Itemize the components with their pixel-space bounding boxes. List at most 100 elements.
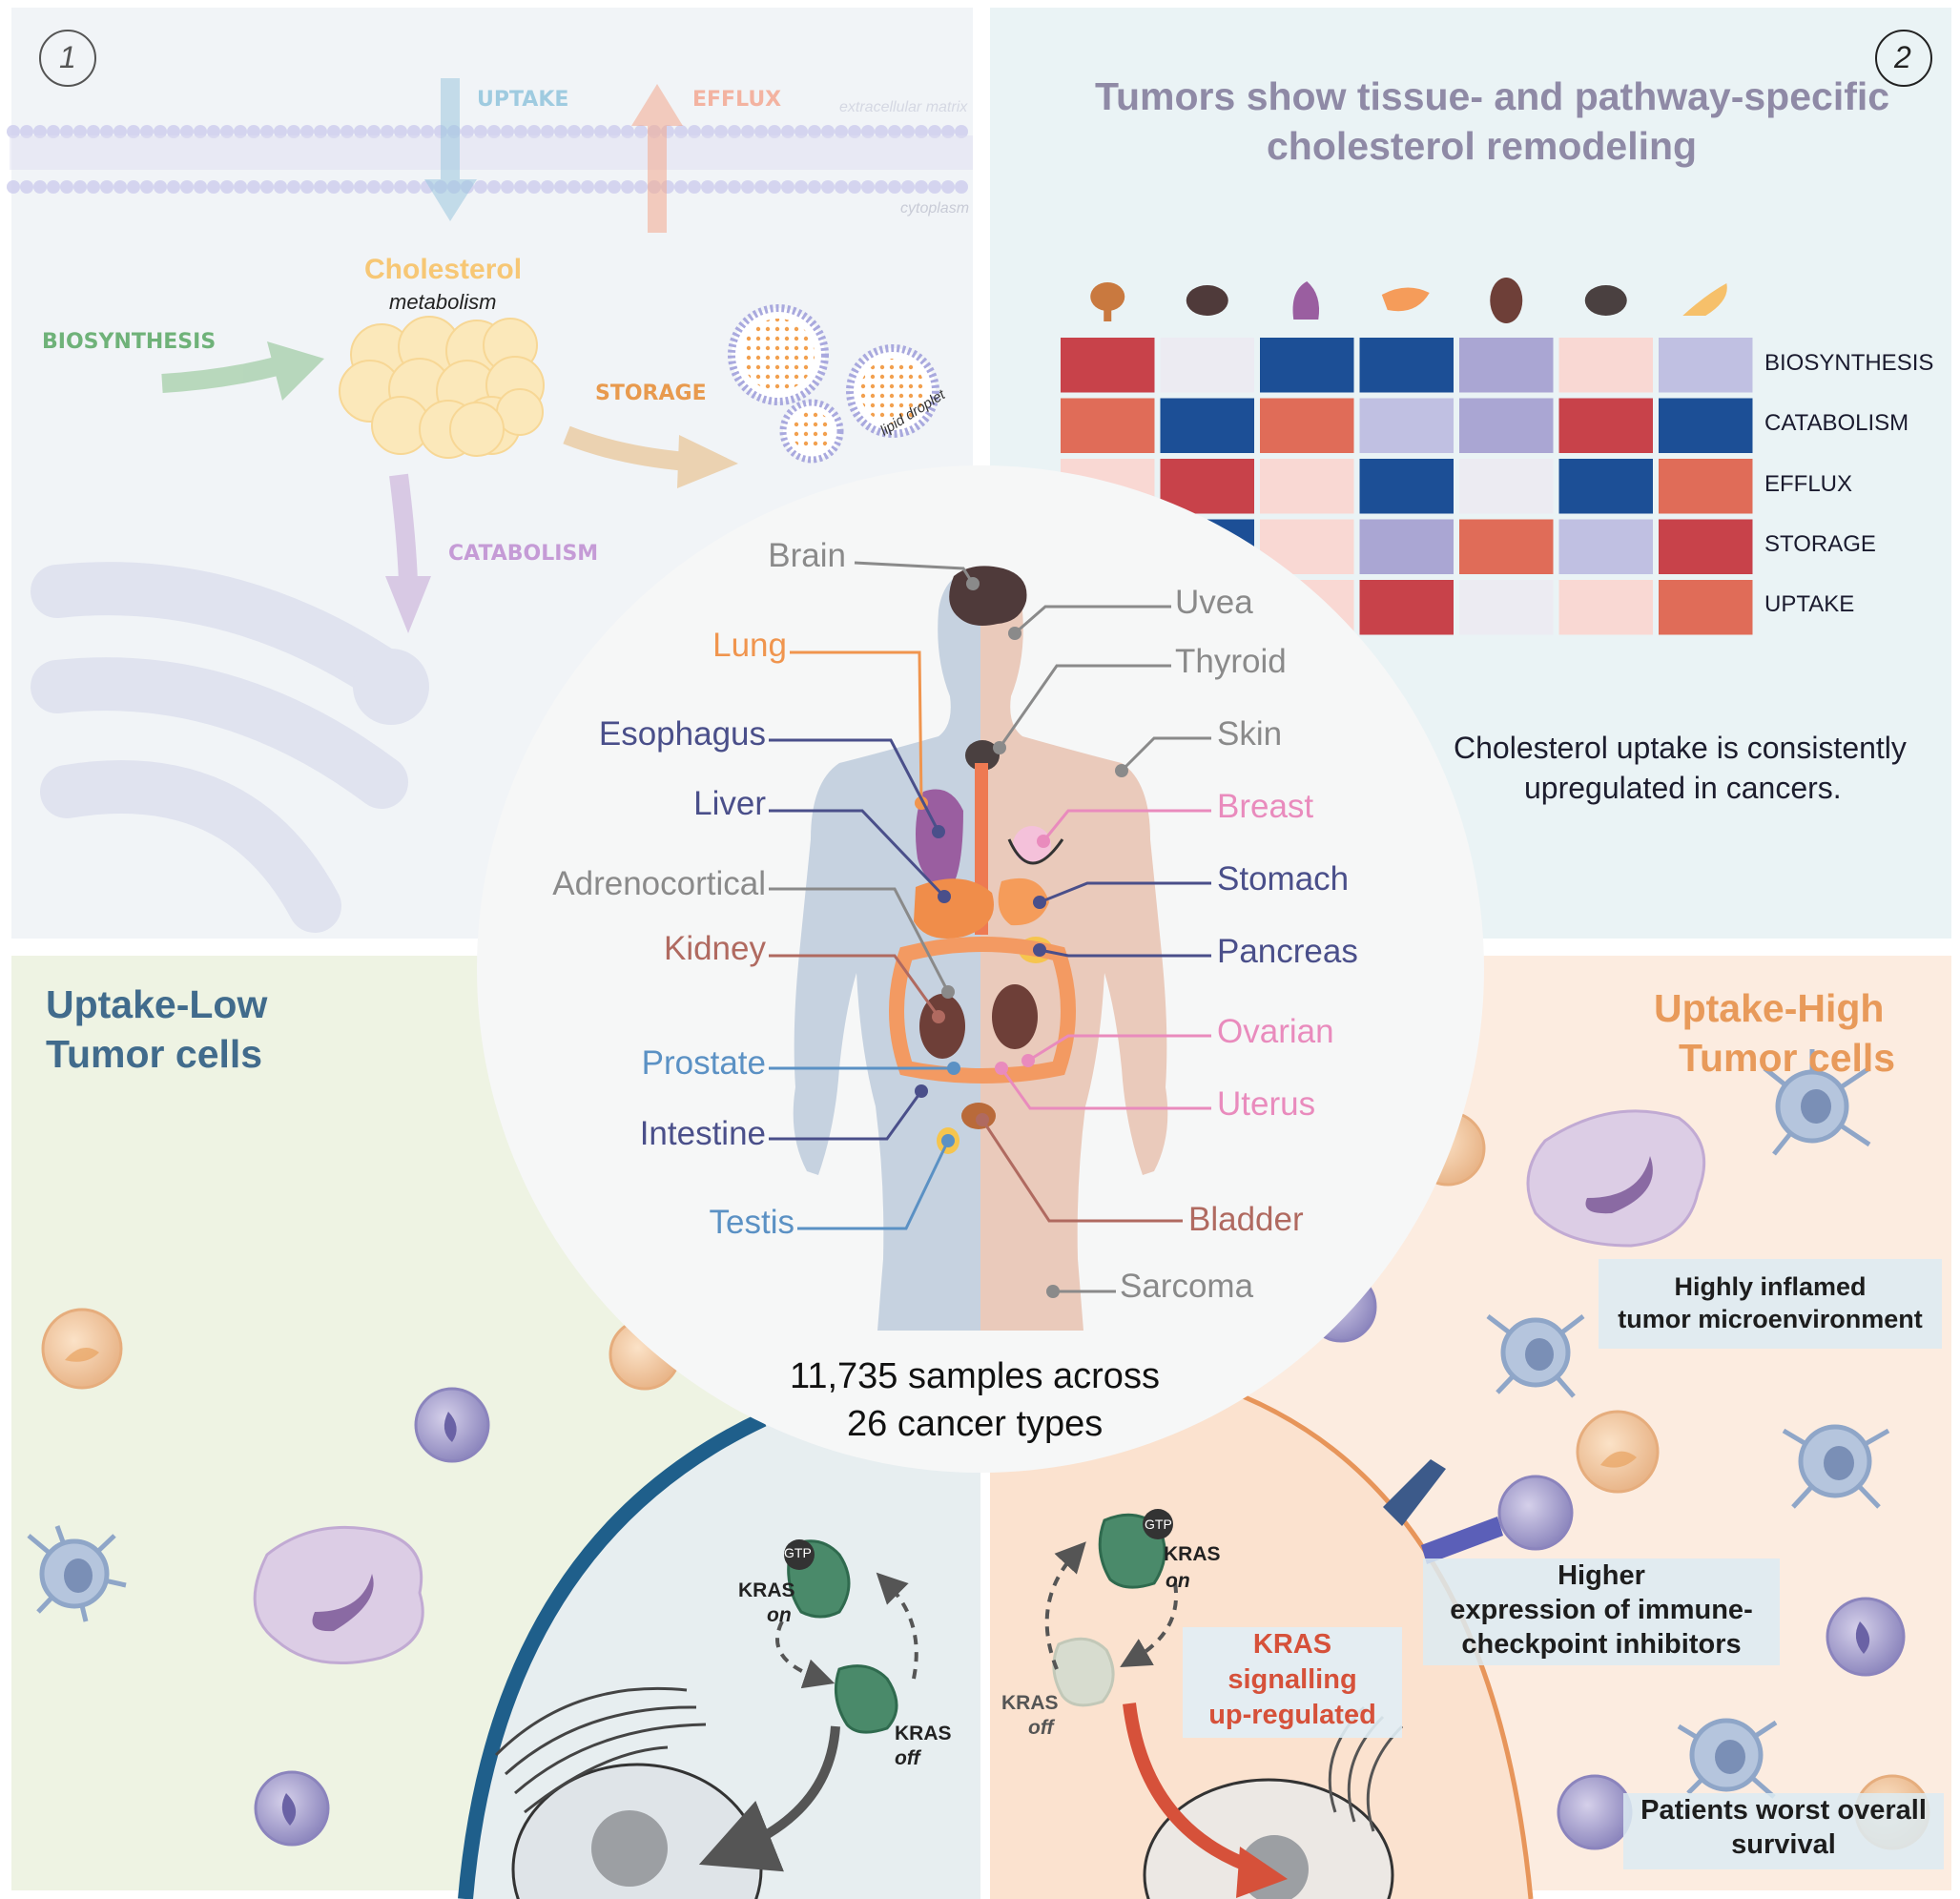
thyroid-organ [965, 740, 1000, 771]
heatmap-cell [1659, 459, 1753, 514]
catabolism-arrow [385, 473, 431, 633]
heatmap-cell [1558, 398, 1653, 453]
kras-up-line3: up-regulated [1208, 1700, 1376, 1730]
heatmap-row-storage: STORAGE [1764, 531, 1876, 557]
storage-label: STORAGE [595, 382, 707, 405]
panel4-title-line1: Uptake-High [1654, 986, 1885, 1030]
lipid-droplet-large [728, 304, 829, 405]
uptake-arrow [424, 78, 477, 221]
heatmap-cell [1558, 338, 1653, 393]
macrophage-right [1526, 1109, 1706, 1248]
heatmap-cell [1459, 338, 1554, 393]
panel4-title-line2: Tumor cells [1679, 1036, 1896, 1080]
metabolism-label: metabolism [389, 290, 497, 314]
kras-off-protein-right [1052, 1637, 1115, 1707]
heatmap-cell [1160, 459, 1254, 514]
kras-on-state-left: on [767, 1604, 792, 1626]
heatmap-row-catabolism: CATABOLISM [1764, 410, 1909, 436]
organ-label-breast: Breast [1217, 788, 1314, 825]
gtp-label-left: GTP [784, 1545, 812, 1560]
organ-label-intestine: Intestine [639, 1115, 766, 1152]
leader-dot [941, 1134, 955, 1147]
brain-icon [1186, 285, 1228, 316]
kras-off-state-left: off [895, 1747, 920, 1769]
heatmap-row-efflux: EFFLUX [1764, 471, 1853, 497]
organ-label-thyroid: Thyroid [1175, 643, 1287, 680]
storage-arrow [563, 425, 738, 488]
panel2-number-circle [1875, 30, 1932, 87]
kras-off-label-right: KRAS [1001, 1692, 1059, 1714]
samples-line1: 11,735 samples across [790, 1356, 1160, 1396]
lipid-droplet-small [779, 399, 844, 464]
heatmap-cell [1061, 338, 1155, 393]
leader-dot [1037, 835, 1050, 848]
leader-dot [995, 1062, 1008, 1075]
heatmap-cell [1260, 459, 1354, 514]
bladder-icon [1090, 282, 1125, 321]
organ-label-ovarian: Ovarian [1217, 1013, 1334, 1050]
leader-dot [947, 1062, 960, 1075]
stomach-organ [998, 877, 1049, 926]
organ-label-uterus: Uterus [1217, 1085, 1316, 1123]
heatmap-cell [1659, 338, 1753, 393]
efflux-arrow [631, 84, 683, 233]
organ-label-pancreas: Pancreas [1217, 933, 1358, 970]
panel3-immune-cells [27, 1308, 681, 1847]
cholesterol-label: Cholesterol [364, 254, 523, 285]
organ-label-esophagus: Esophagus [598, 715, 766, 753]
leader-dot [1008, 627, 1021, 640]
heatmap-cell [1359, 519, 1454, 574]
biosynthesis-arrow [161, 341, 324, 401]
heatmap-cell [1160, 398, 1254, 453]
checkpoint-line2: expression of immune- [1450, 1595, 1753, 1625]
cytoplasm-label: cytoplasm [900, 200, 970, 217]
leader-line [1120, 736, 1211, 773]
panel2-title-line1: Tumors show tissue- and pathway-specific [1095, 74, 1890, 118]
heatmap-cell [1260, 398, 1354, 453]
leader-line [769, 954, 940, 1018]
panel3-title-line1: Uptake-Low [46, 982, 268, 1026]
macrophage-left [253, 1526, 424, 1664]
inflamed-line1: Highly inflamed [1674, 1272, 1867, 1301]
leader-line [769, 1090, 923, 1141]
heatmap-cell [1558, 519, 1653, 574]
heatmap-row-uptake: UPTAKE [1764, 591, 1855, 617]
intestine-organ [889, 937, 1076, 1084]
uptake-low-tumor-cell [458, 1383, 980, 1899]
heatmap-cell [1659, 398, 1753, 453]
extracellular-matrix-label: extracellular matrix [839, 99, 968, 115]
leader-line [797, 1140, 950, 1230]
cell-membrane [7, 125, 973, 194]
organ-label-adrenocortical: Adrenocortical [552, 865, 766, 902]
heatmap-cell [1659, 519, 1753, 574]
thyroid-icon [1584, 285, 1627, 316]
checkpoint-line1: Higher [1558, 1560, 1645, 1591]
biosynthesis-label: BIOSYNTHESIS [42, 330, 217, 354]
leader-dot [993, 741, 1006, 754]
dendritic-cells-right [1486, 1049, 1890, 1799]
leader-line [769, 809, 946, 898]
leader-dot [966, 577, 980, 590]
organelle-shape [31, 562, 429, 933]
leader-line [769, 887, 950, 993]
survival-box: Patients worst overall survival [1623, 1793, 1944, 1869]
liver-icon [1381, 287, 1430, 312]
organ-label-bladder: Bladder [1188, 1201, 1304, 1238]
brain-organ [949, 566, 1027, 626]
heatmap-cell [1558, 580, 1653, 635]
dendritic-cell-left [27, 1525, 127, 1622]
kidney-icon [1490, 278, 1523, 323]
efflux-label: EFFLUX [692, 88, 782, 112]
human-body [793, 566, 1168, 1331]
kras-on-label-right: KRAS [1164, 1543, 1221, 1565]
organ-label-brain: Brain [768, 537, 846, 574]
heatmap-cell [1359, 338, 1454, 393]
organ-label-stomach: Stomach [1217, 860, 1350, 898]
panel2-title-line2: cholesterol remodeling [1267, 124, 1698, 168]
heatmap-cell [1459, 580, 1554, 635]
samples-line2: 26 cancer types [847, 1404, 1104, 1444]
checkpoint-receptor [1383, 1459, 1446, 1526]
survival-line2: survival [1731, 1829, 1836, 1860]
heatmap-cell [1061, 398, 1155, 453]
